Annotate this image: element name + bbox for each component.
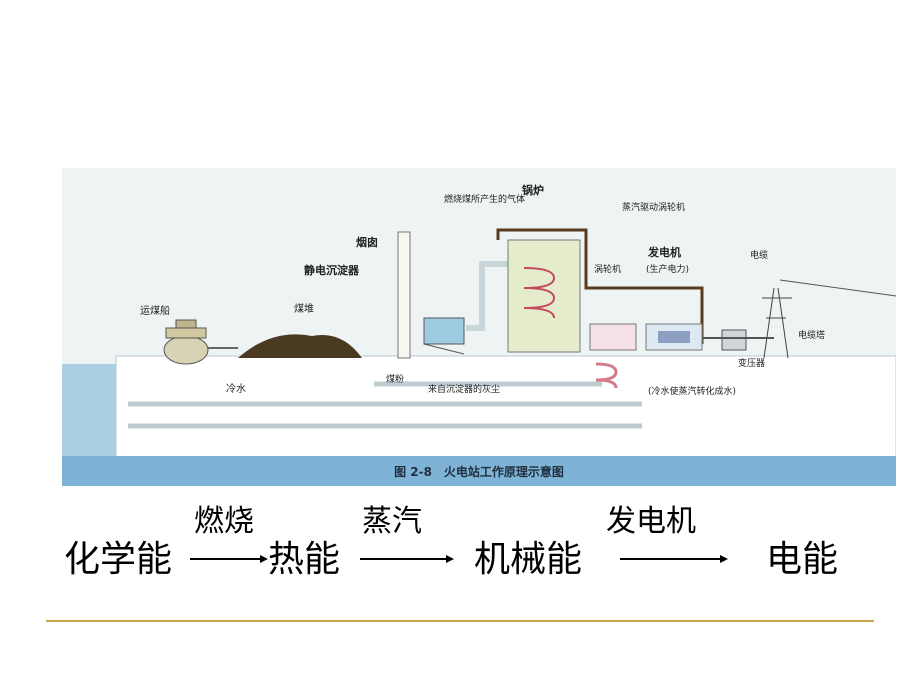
coal-pile-icon: [238, 334, 362, 358]
label-precipitator: 静电沉淀器: [304, 263, 360, 277]
transformer-icon: [721, 329, 747, 351]
arrow-1-icon: [190, 555, 268, 563]
boiler-icon: [507, 239, 581, 353]
label-boiler: 锅炉: [522, 183, 544, 197]
process-combustion: 燃烧: [194, 504, 254, 539]
process-steam: 蒸汽: [362, 504, 422, 539]
power-plant-illustration: 运煤船 煤堆 烟囱 静电沉淀器 燃烧煤所产生的气体 锅炉 蒸汽驱动涡轮机 涡轮机…: [62, 168, 897, 459]
sea: [62, 364, 122, 458]
label-cold-water: 冷水: [226, 382, 246, 395]
label-tower: 电缆塔: [798, 329, 825, 341]
ship-icon: [163, 319, 209, 365]
condenser-icon: [595, 362, 618, 389]
chimney-icon: [397, 231, 411, 359]
energy-electric: 电能: [766, 539, 839, 580]
label-chimney: 烟囱: [356, 235, 378, 249]
energy-chemical: 化学能: [64, 539, 173, 580]
process-generator: 发电机: [606, 504, 696, 539]
label-cable: 电缆: [750, 249, 768, 261]
label-ash: 来自沉淀器的灰尘: [428, 383, 500, 395]
energy-conversion-chain: 化学能 燃烧 热能 蒸汽 机械能 发电机 电能: [64, 504, 839, 580]
energy-thermal: 热能: [268, 539, 341, 580]
label-gas: 燃烧煤所产生的气体: [444, 193, 525, 205]
arrow-2-icon: [360, 555, 454, 563]
figure-caption: 图 2-8 火电站工作原理示意图: [62, 456, 896, 486]
label-transformer: 变压器: [738, 357, 765, 369]
energy-mechanical: 机械能: [474, 539, 583, 580]
label-condense-note: (冷水使蒸汽转化成水): [648, 385, 736, 397]
arrow-3-icon: [620, 555, 728, 563]
power-plant-diagram: 运煤船 煤堆 烟囱 静电沉淀器 燃烧煤所产生的气体 锅炉 蒸汽驱动涡轮机 涡轮机…: [62, 168, 897, 486]
caption-text: 火电站工作原理示意图: [443, 464, 564, 479]
label-turbine: 涡轮机: [594, 263, 621, 275]
precipitator-icon: [423, 317, 465, 345]
tower-icon: [762, 287, 792, 359]
label-generator-note: (生产电力): [646, 263, 689, 275]
caption-number: 图 2-8: [394, 464, 432, 479]
turbine-icon: [589, 323, 637, 351]
label-generator: 发电机: [647, 245, 681, 259]
label-steam-turbine: 蒸汽驱动涡轮机: [622, 201, 685, 213]
label-coal-powder: 煤粉: [386, 373, 404, 385]
label-coal-pile: 煤堆: [294, 302, 314, 315]
footer-divider: [46, 620, 874, 622]
label-ship: 运煤船: [140, 304, 170, 317]
